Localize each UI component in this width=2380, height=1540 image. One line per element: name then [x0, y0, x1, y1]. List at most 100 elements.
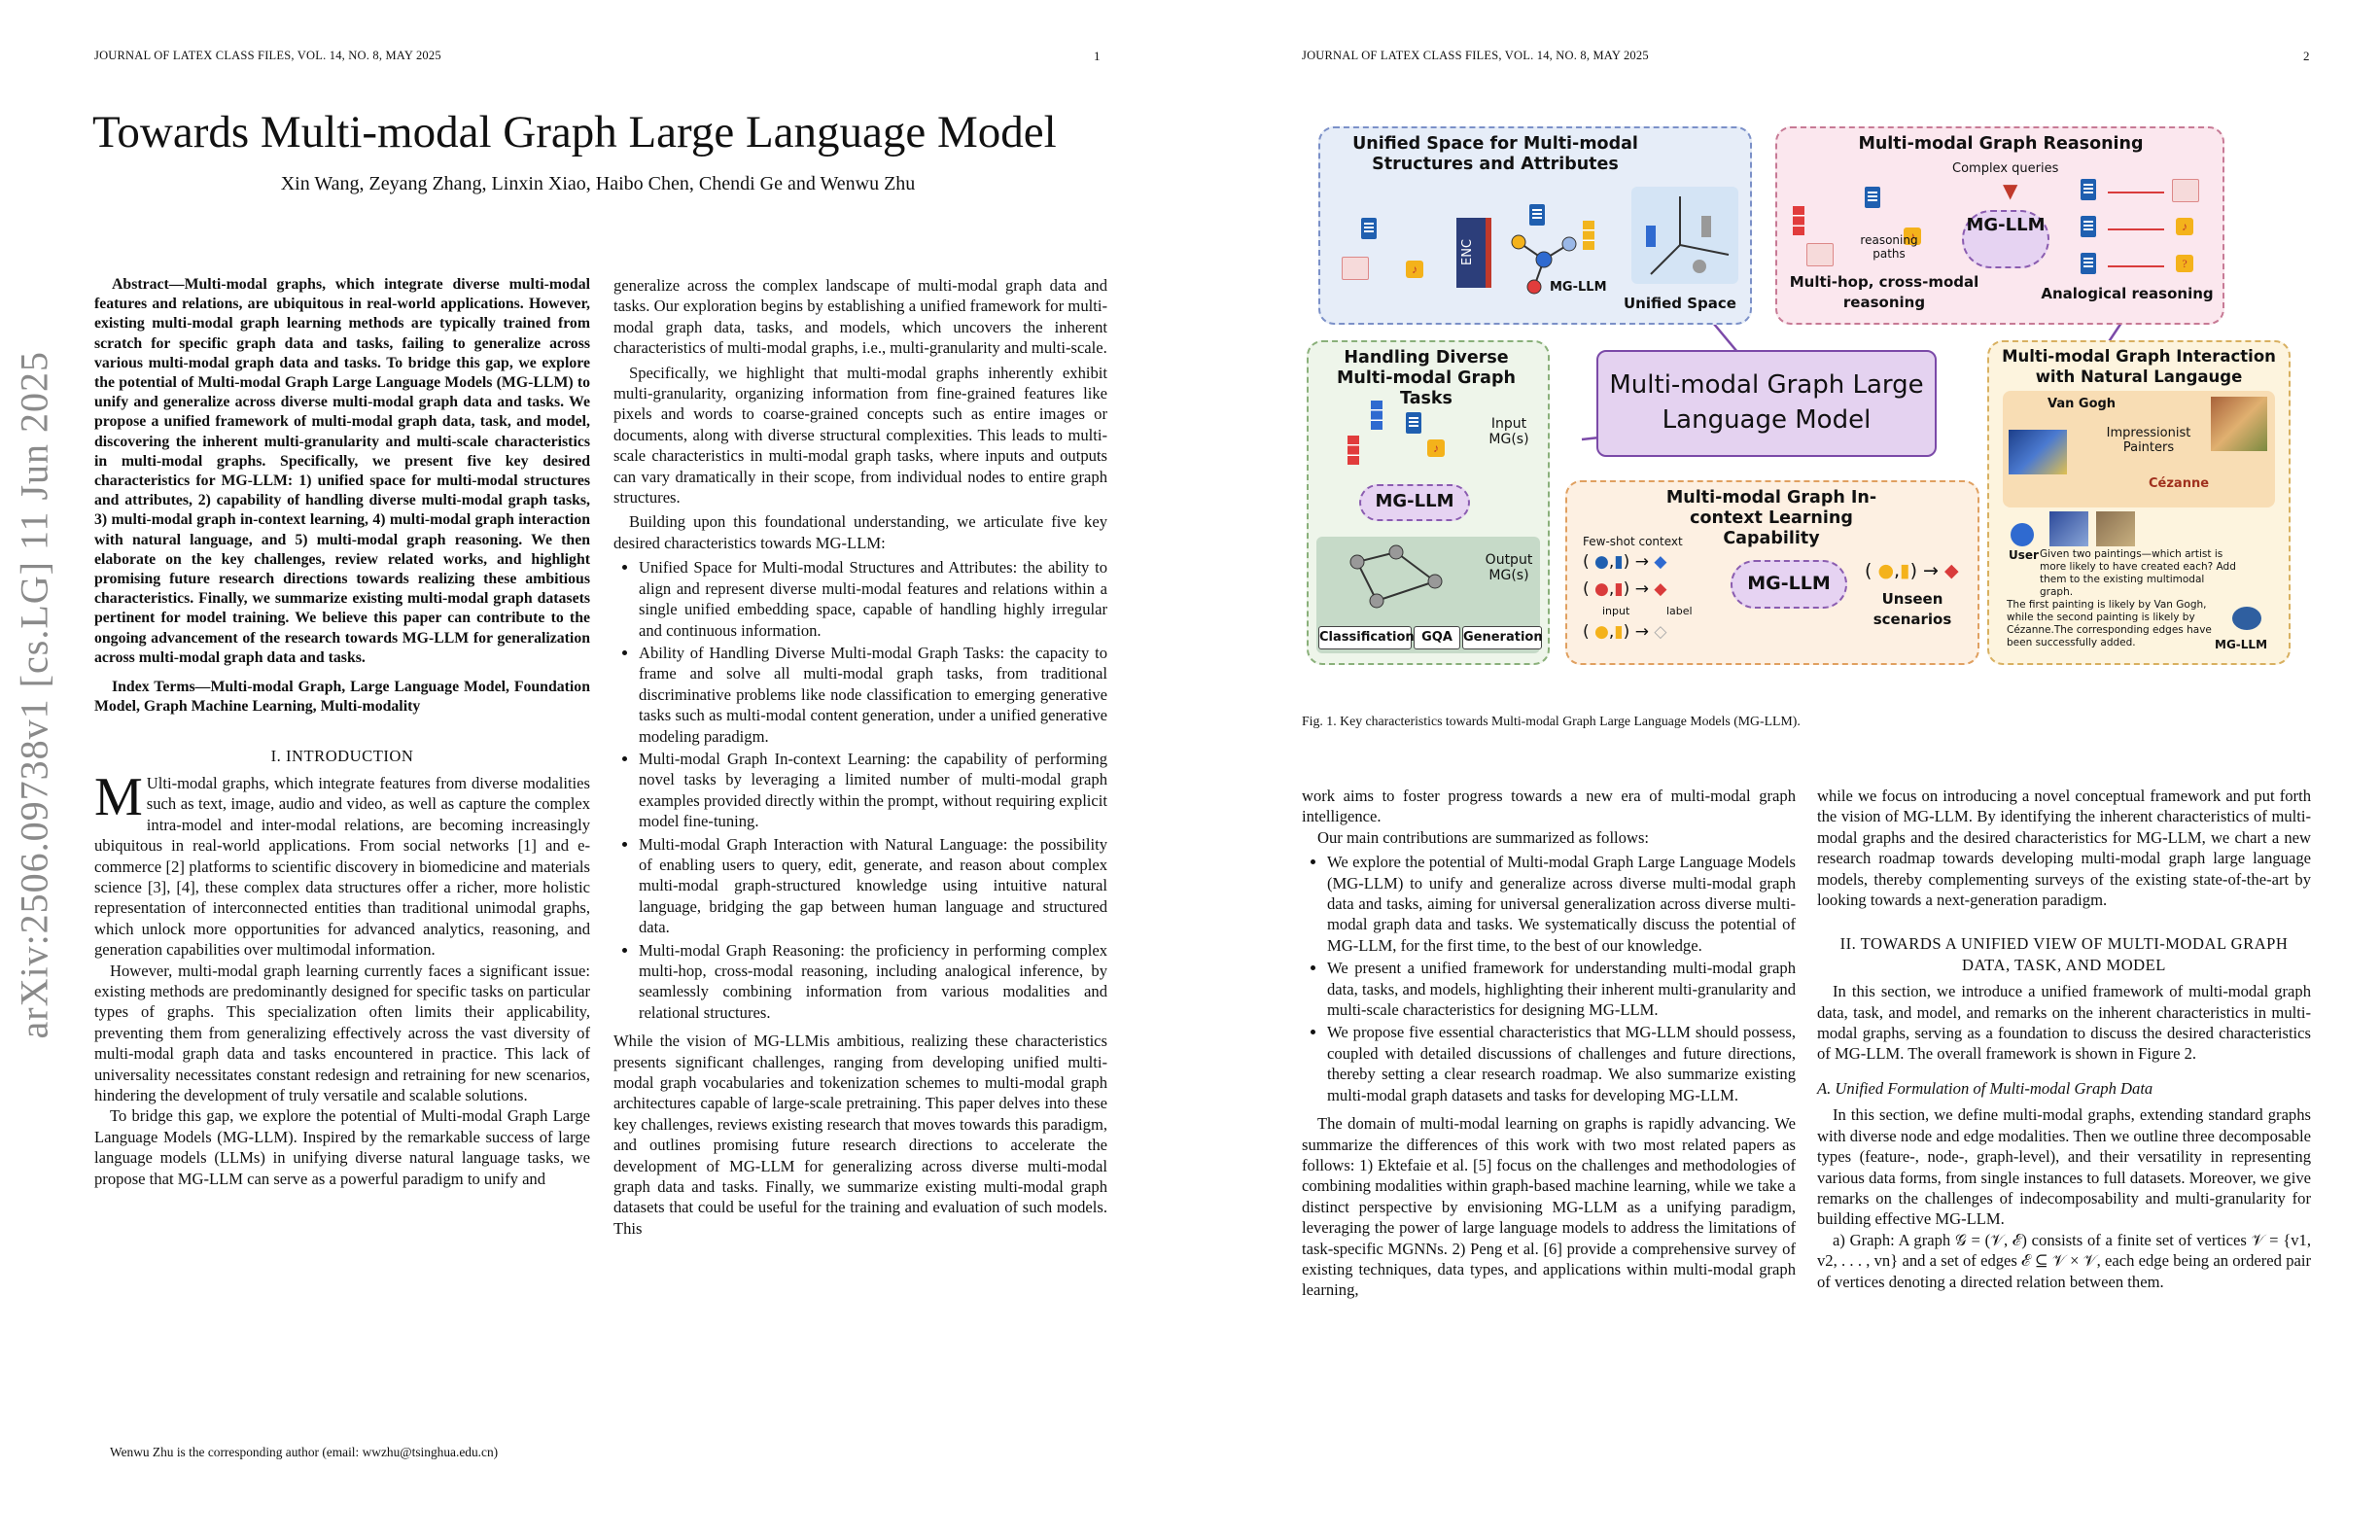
right-column: generalize across the complex landscape …	[613, 275, 1107, 1239]
mgllm-label: MG-LLM	[2215, 638, 2268, 651]
paragraph: Specifically, we highlight that multi-mo…	[613, 363, 1107, 508]
left-column: Abstract—Multi-modal graphs, which integ…	[94, 275, 590, 1189]
painting-image	[2211, 397, 2267, 451]
paragraph: The domain of multi-modal learning on gr…	[1302, 1114, 1796, 1300]
generation-tag: Generation	[1462, 626, 1543, 649]
model-reply: The first painting is likely by Van Gogh…	[2007, 599, 2212, 648]
painting-image	[2049, 511, 2088, 546]
van-gogh-label: Van Gogh	[2048, 397, 2117, 411]
music-icon: ?	[2176, 255, 2193, 272]
painting-image	[2009, 430, 2067, 474]
panel-title: Handling Diverse Multi-modal Graph Tasks	[1337, 348, 1516, 408]
diverse-tasks-panel: Handling Diverse Multi-modal Graph Tasks…	[1307, 340, 1550, 665]
multihop-label: Multi-hop, cross-modal reasoning	[1789, 273, 1979, 311]
output-label: Output MG(s)	[1485, 552, 1533, 583]
abstract: Abstract—Multi-modal graphs, which integ…	[94, 275, 590, 717]
panel-title: Multi-modal Graph Reasoning	[1858, 134, 2144, 154]
impressionist-label: Impressionist Painters	[2106, 426, 2191, 455]
paragraph: generalize across the complex landscape …	[613, 276, 1107, 358]
page-1: JOURNAL OF LATEX CLASS FILES, VOL. 14, N…	[0, 0, 1190, 1540]
paragraph: while we focus on introducing a novel co…	[1817, 787, 2311, 910]
list-item: We present a unified framework for under…	[1327, 958, 1796, 1020]
intro-paragraph-3: To bridge this gap, we explore the poten…	[94, 1106, 590, 1188]
drop-cap: M	[94, 766, 143, 827]
subsection-heading: A. Unified Formulation of Multi-modal Gr…	[1817, 1078, 2153, 1098]
feature-stack-icon	[1348, 436, 1359, 465]
document-icon	[1361, 218, 1377, 239]
unseen-example: ( ●,▮) → ◆	[1865, 560, 1959, 581]
feature-stack-icon	[1793, 206, 1804, 235]
list-item: Multi-modal Graph In-context Learning: t…	[639, 749, 1107, 832]
music-icon: ♪	[1904, 228, 1921, 245]
panel-title: Multi-modal Graph Interaction with Natur…	[2002, 347, 2276, 386]
abstract-text: Abstract—Multi-modal graphs, which integ…	[94, 276, 590, 666]
analogical-label: Analogical reasoning	[2041, 285, 2214, 302]
document-icon	[2081, 216, 2096, 237]
paragraph: a) Graph: A graph 𝒢 = (𝒱, ℰ) consists of…	[1817, 1230, 2311, 1291]
reasoning-panel: Multi-modal Graph Reasoning Complex quer…	[1775, 126, 2224, 325]
unified-space-panel: Unified Space for Multi-modal Structures…	[1318, 126, 1752, 325]
running-header: JOURNAL OF LATEX CLASS FILES, VOL. 14, N…	[1302, 49, 1649, 62]
music-icon: ♪	[1406, 261, 1423, 278]
mgllm-label: MG-LLM	[1550, 280, 1607, 295]
feature-stack-icon	[1371, 401, 1382, 430]
document-icon	[2081, 253, 2096, 274]
user-icon	[2011, 523, 2034, 546]
paragraph: While the vision of MG-LLMis ambitious, …	[613, 1032, 1107, 1238]
analogy-arrows	[2108, 192, 2164, 267]
center-title-box: Multi-modal Graph Large Language Model	[1596, 350, 1937, 457]
paper-title: Towards Multi-modal Graph Large Language…	[92, 107, 1057, 158]
section-heading: II. TOWARDS A UNIFIED VIEW OF MULTI-MODA…	[1839, 934, 2289, 974]
robot-icon	[2232, 607, 2261, 630]
figure-1: Unified Space for Multi-modal Structures…	[1305, 119, 2292, 665]
paragraph: Our main contributions are summarized as…	[1317, 827, 1650, 847]
reasoning-paths-label: reasoning paths	[1860, 233, 1918, 261]
knowledge-graph-area: Van Gogh Impressionist Painters Cézanne	[2003, 391, 2275, 508]
output-graph-icon	[1349, 544, 1443, 609]
left-column: work aims to foster progress towards a n…	[1302, 786, 1796, 1301]
input-label: Input MG(s)	[1488, 416, 1529, 447]
list-item: We explore the potential of Multi-modal …	[1327, 852, 1796, 956]
graph-icon	[1511, 234, 1577, 295]
document-icon	[1529, 204, 1545, 226]
unified-space-axes	[1631, 187, 1738, 284]
list-item: We propose five essential characteristic…	[1327, 1022, 1796, 1105]
list-item: Ability of Handling Diverse Multi-modal …	[639, 643, 1107, 747]
document-icon	[1865, 187, 1880, 208]
intro-paragraph-1-text: Ulti-modal graphs, which integrate featu…	[94, 773, 590, 960]
unseen-label: Unseen scenarios	[1872, 590, 1952, 628]
characteristics-list: Unified Space for Multi-modal Structures…	[613, 557, 1107, 1023]
list-item: Multi-modal Graph Interaction with Natur…	[639, 834, 1107, 938]
unified-space-label: Unified Space	[1624, 295, 1736, 312]
paragraph: In this section, we define multi-modal g…	[1817, 1105, 2311, 1229]
right-column: while we focus on introducing a novel co…	[1817, 786, 2311, 1292]
running-header: JOURNAL OF LATEX CLASS FILES, VOL. 14, N…	[94, 49, 441, 62]
user-query: Given two paintings—which artist is more…	[2040, 548, 2236, 598]
encoder-label: ENC	[1460, 238, 1476, 266]
document-icon	[1406, 412, 1421, 434]
music-icon: ♪	[1427, 439, 1445, 457]
index-terms: Index Terms—Multi-modal Graph, Large Lan…	[94, 679, 590, 716]
section-heading: I. INTRODUCTION	[270, 747, 414, 766]
few-shot-example: ( ●,▮) → ◆	[1583, 552, 1667, 572]
gqa-tag: GQA	[1414, 626, 1460, 649]
author-list: Xin Wang, Zeyang Zhang, Linxin Xiao, Hai…	[280, 173, 916, 194]
label-label: label	[1666, 605, 1693, 617]
figure-caption: Fig. 1. Key characteristics towards Mult…	[1302, 714, 1801, 728]
list-item: Multi-modal Graph Reasoning: the profici…	[639, 940, 1107, 1024]
image-icon	[1342, 257, 1369, 280]
contributions-list: We explore the potential of Multi-modal …	[1302, 852, 1796, 1105]
painting-image	[2096, 511, 2135, 546]
mgllm-cloud: MG-LLM	[1359, 484, 1470, 521]
classification-tag: Classification	[1318, 626, 1415, 649]
mgllm-cloud: MG-LLM	[1962, 210, 2049, 268]
document-icon	[2081, 179, 2096, 200]
panel-title: Multi-modal Graph In-context Learning Ca…	[1665, 488, 1877, 548]
cezanne-label: Cézanne	[2149, 476, 2210, 491]
intro-paragraph-2: However, multi-modal graph learning curr…	[94, 961, 590, 1104]
page-number: 2	[2303, 49, 2310, 63]
user-label: User	[2009, 548, 2039, 562]
feature-stack-icon	[1583, 221, 1594, 250]
paragraph: Building upon this foundational understa…	[613, 512, 1107, 552]
